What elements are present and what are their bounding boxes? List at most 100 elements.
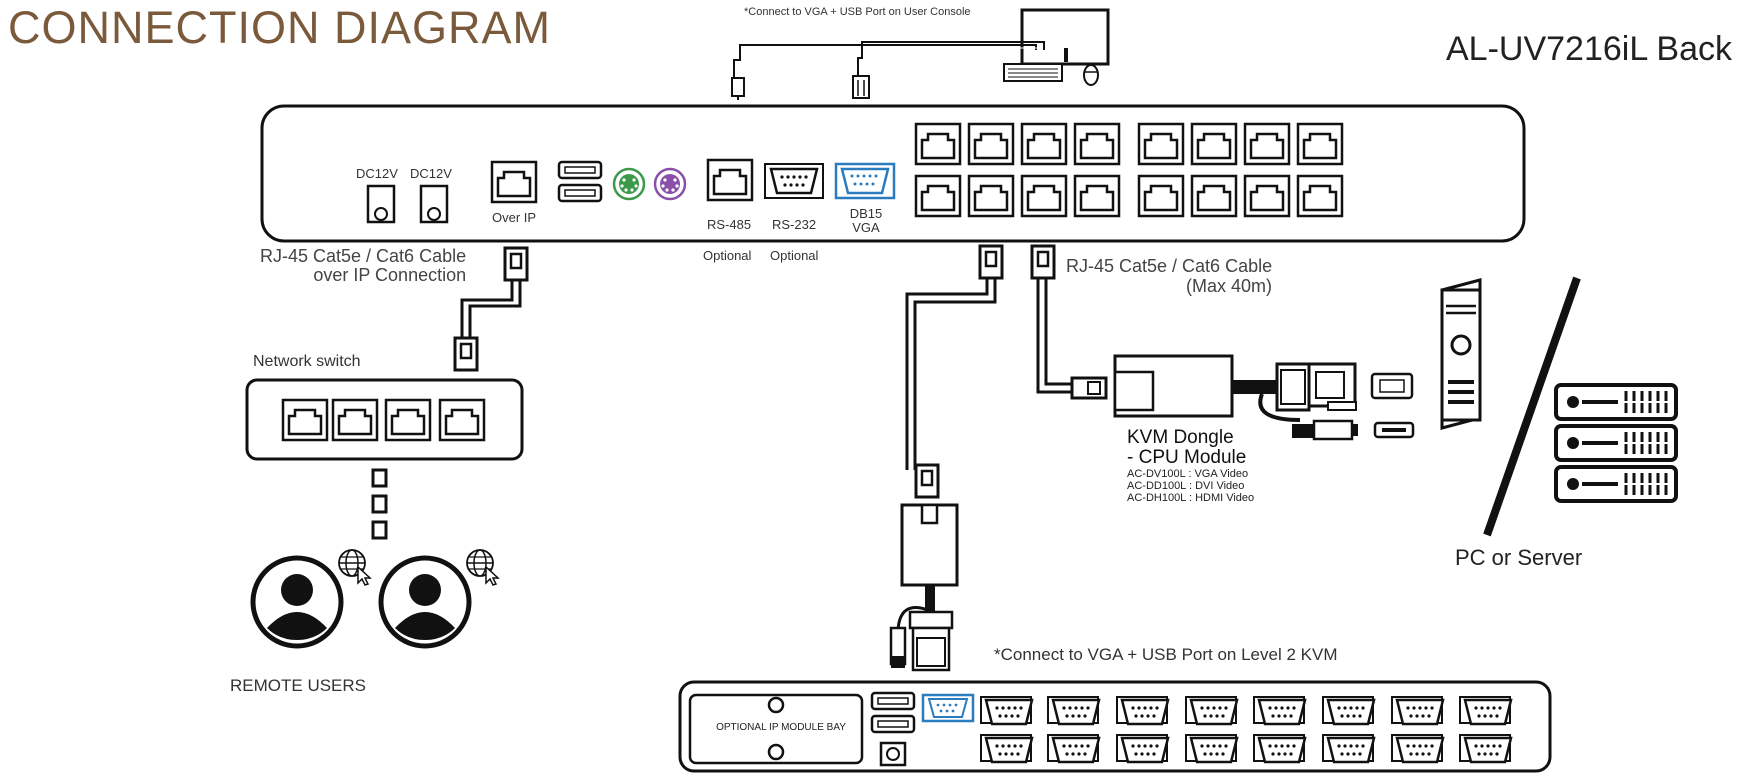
pc-or-server-label: PC or Server (1455, 545, 1583, 570)
switch-port-4 (438, 398, 486, 442)
page-title: CONNECTION DIAGRAM (8, 2, 552, 53)
switch-port-1 (281, 398, 329, 442)
dongle-model-hdmi: AC-DH100L : HDMI Video (1127, 492, 1255, 504)
channel-port-4 (1073, 122, 1121, 166)
network-switch (245, 378, 524, 540)
l2-db-port-7 (1185, 696, 1239, 726)
kvm-dongle (1113, 354, 1415, 441)
pc-usb-port (1373, 421, 1415, 439)
cpu-cable (1030, 244, 1108, 400)
l2-db-port-11 (1322, 696, 1376, 726)
rs232-port (764, 163, 824, 199)
ps2-mouse-port (653, 167, 687, 201)
console-mouse-icon (1083, 64, 1099, 86)
usb-port-2 (557, 183, 603, 203)
level2-kvm-panel (678, 680, 1552, 773)
channel-port-3 (1020, 122, 1068, 166)
level2-cable (889, 244, 1004, 672)
channel-port-5 (1137, 122, 1185, 166)
network-switch-label: Network switch (253, 353, 361, 370)
rs232-optional-label: Optional (770, 248, 819, 263)
user-console (731, 8, 1110, 100)
l2-db-port-16 (1459, 734, 1513, 764)
l2-db-port-10 (1253, 734, 1307, 764)
main-back-panel (260, 104, 1526, 243)
channel-port-11 (1020, 174, 1068, 218)
l2-db-port-1 (980, 696, 1034, 726)
dc12v-label-2: DC12V (410, 166, 452, 181)
pc-tower-icon (1440, 278, 1482, 430)
remote-users (253, 549, 499, 646)
user-console-note: *Connect to VGA + USB Port on User Conso… (744, 6, 971, 18)
l2-db-port-8 (1185, 734, 1239, 764)
db15-label-line1: DB15 (849, 206, 883, 221)
db15-label: DB15 VGA (845, 207, 887, 235)
l2-usb-port-1 (870, 691, 916, 711)
l2-db-port-6 (1116, 734, 1170, 764)
kvm-dongle-title-line1: KVM Dongle (1127, 427, 1234, 448)
channel-port-14 (1190, 174, 1238, 218)
rs232-label: RS-232 (772, 217, 817, 232)
l2-db-port-9 (1253, 696, 1307, 726)
kvm-dongle-models: AC-DV100L : VGA Video AC-DD100L : DVI Vi… (1127, 468, 1254, 504)
rs485-label: RS-485 (707, 217, 752, 232)
kvm-dongle-title-line2: - CPU Module (1127, 447, 1247, 468)
rs485-optional-label: Optional (703, 248, 752, 263)
channel-port-6 (1190, 122, 1238, 166)
ip-cable-label: RJ-45 Cat5e / Cat6 Cable over IP Connect… (260, 246, 467, 285)
l2-db-port-3 (1047, 696, 1101, 726)
l2-db-port-15 (1459, 696, 1513, 726)
channel-port-16 (1296, 174, 1344, 218)
pc-vga-port (1370, 372, 1414, 400)
remote-users-label: REMOTE USERS (230, 676, 367, 695)
l2-db-port-13 (1391, 696, 1445, 726)
ip-module-bay-label: OPTIONAL IP MODULE BAY (716, 722, 846, 733)
remote-user-icon-1 (253, 558, 341, 646)
channel-port-9 (914, 174, 962, 218)
switch-port-2 (331, 398, 379, 442)
channel-port-10 (967, 174, 1015, 218)
channel-port-13 (1137, 174, 1185, 218)
or-slash (1483, 276, 1581, 537)
ip-cable (453, 246, 529, 372)
optional-ip-module-bay (688, 693, 864, 765)
channel-port-15 (1243, 174, 1291, 218)
dc12v-label-1: DC12V (356, 166, 398, 181)
l2-db-port-5 (1116, 696, 1170, 726)
l2-db-port-2 (980, 734, 1034, 764)
db15-vga-port (834, 162, 896, 200)
over-ip-port (490, 160, 538, 204)
l2-usb-port-2 (870, 714, 916, 734)
dongle-model-vga: AC-DV100L : VGA Video (1127, 468, 1249, 480)
l2-vga-port (921, 693, 975, 723)
channel-port-12 (1073, 174, 1121, 218)
model-label: AL-UV7216iL Back (1445, 30, 1732, 68)
server-icon-2 (1554, 424, 1678, 462)
channel-port-1 (914, 122, 962, 166)
switch-port-3 (384, 398, 432, 442)
channel-port-8 (1296, 122, 1344, 166)
dongle-model-dvi: AC-DD100L : DVI Video (1127, 480, 1245, 492)
level2-note: *Connect to VGA + USB Port on Level 2 KV… (994, 645, 1338, 664)
remote-user-icon-2 (381, 558, 469, 646)
pc-or-server (1440, 276, 1678, 537)
channel-port-2 (967, 122, 1015, 166)
l2-db-port-4 (1047, 734, 1101, 764)
server-icon-1 (1554, 383, 1678, 421)
cpu-cable-label: RJ-45 Cat5e / Cat6 Cable (1066, 256, 1273, 276)
kvm-dongle-title: KVM Dongle - CPU Module (1127, 428, 1246, 468)
cpu-cable-max-label: (Max 40m) (1186, 276, 1273, 296)
db15-label-line2: VGA (852, 220, 880, 235)
l2-db-port-14 (1391, 734, 1445, 764)
over-ip-label: Over IP (492, 210, 537, 225)
l2-db-port-12 (1322, 734, 1376, 764)
usb-port-1 (557, 160, 603, 180)
server-icon-3 (1554, 465, 1678, 503)
ps2-keyboard-port (612, 167, 646, 201)
channel-port-7 (1243, 122, 1291, 166)
rs485-port (706, 158, 754, 202)
l2-db-ports (980, 696, 1513, 764)
globe-cursor-icon-2 (466, 549, 499, 586)
